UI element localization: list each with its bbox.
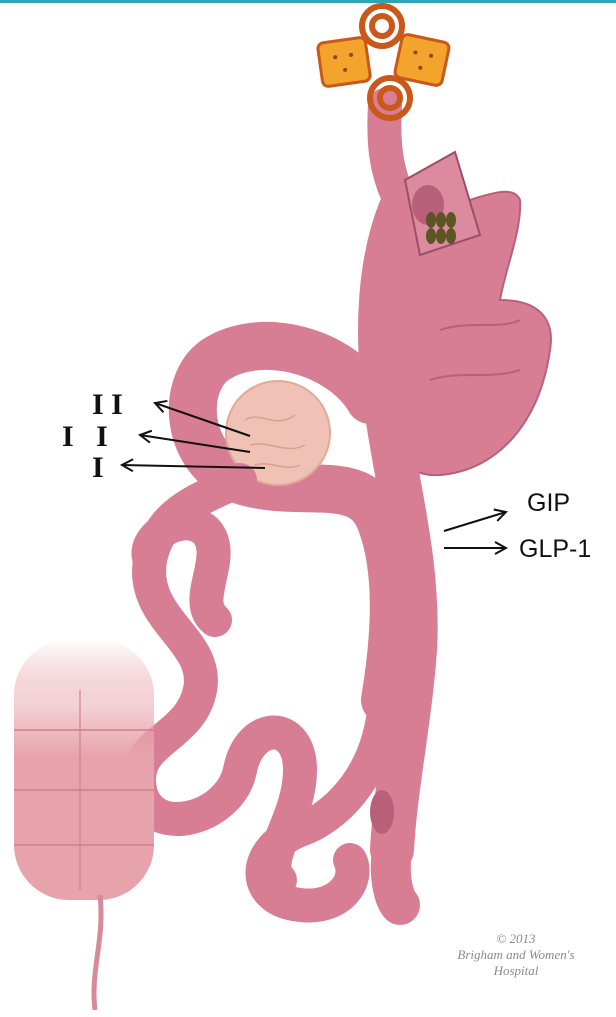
pretzel-icon xyxy=(362,6,402,46)
colon xyxy=(14,640,154,1010)
insulin-label: I xyxy=(92,451,104,484)
copyright-holder: Brigham and Women's xyxy=(457,947,574,962)
insulin-label: I I xyxy=(92,388,123,421)
gip-arrow xyxy=(444,512,506,531)
insulin-label: I I xyxy=(62,420,108,453)
copyright-holder-line2: Hospital xyxy=(493,963,539,978)
cracker-icon xyxy=(394,33,450,86)
appendix xyxy=(94,895,101,1010)
incretin-arrows xyxy=(444,512,506,548)
glp1-label: GLP-1 xyxy=(519,535,591,563)
small-intestine xyxy=(139,480,385,906)
anastomosis xyxy=(370,790,394,834)
gip-label: GIP xyxy=(527,489,570,517)
cracker-icon xyxy=(317,37,371,87)
food-items xyxy=(317,6,450,118)
copyright-year: © 2013 xyxy=(496,931,536,946)
